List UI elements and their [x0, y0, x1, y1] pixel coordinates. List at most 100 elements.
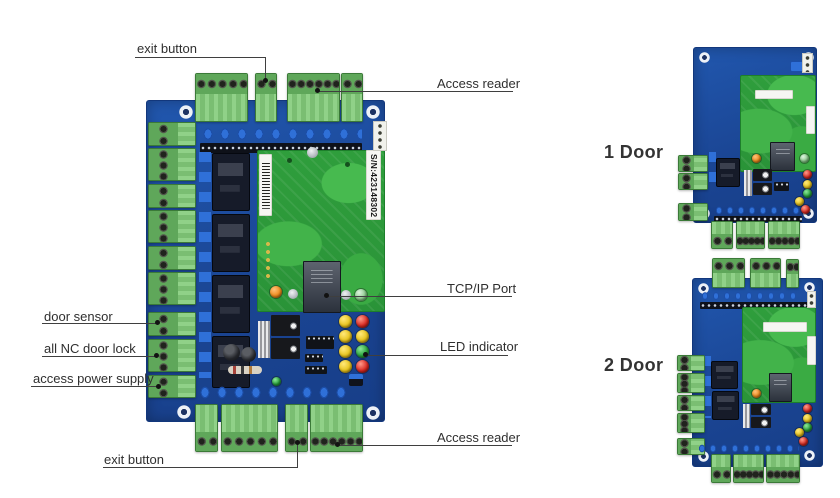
terminal-block: [711, 454, 731, 483]
screw-hole: [366, 105, 380, 119]
indicator-led-yellow: [339, 330, 352, 343]
terminal-block: [287, 73, 340, 122]
voltage-regulator: [271, 315, 300, 336]
indicator-led-red: [801, 205, 810, 214]
relay: [712, 391, 739, 420]
terminal-block: [285, 404, 308, 452]
diode-column: [199, 152, 211, 378]
leader-line: [103, 467, 298, 468]
leader-line: [42, 323, 157, 324]
screw-hole: [177, 405, 191, 419]
screw-hole: [803, 208, 814, 219]
indicator-led-red: [803, 404, 812, 413]
serial-number-sticker: S/N:423148302: [366, 150, 381, 220]
terminal-block: [148, 184, 196, 208]
voltage-regulator: [753, 183, 772, 195]
label-sticker: [763, 322, 807, 332]
callout-door-sensor: door sensor: [44, 310, 113, 324]
leader-line: [135, 57, 266, 58]
indicator-led-yellow: [803, 414, 812, 423]
jst-connector: [802, 53, 813, 73]
callout-access-reader-bottom: Access reader: [437, 431, 520, 445]
capacitor-row: [700, 291, 800, 301]
callout-access-reader-top: Access reader: [437, 77, 520, 91]
status-led-green: [272, 377, 281, 386]
callout-nc-door-lock: all NC door lock: [44, 342, 136, 356]
indicator-led-green: [803, 189, 812, 198]
callout-label: all NC door lock: [44, 341, 136, 356]
callout-label: TCP/IP Port: [447, 281, 517, 296]
ic-chip: [774, 182, 789, 191]
heatsink: [744, 170, 752, 196]
screw-hole: [699, 52, 710, 63]
terminal-block: [148, 148, 196, 181]
pcb-hole: [345, 162, 350, 167]
terminal-block: [195, 404, 218, 452]
ic-chip: [305, 354, 323, 362]
label-sticker: [806, 106, 815, 134]
leader-dot: [154, 353, 159, 358]
terminal-block: [341, 73, 363, 122]
callout-label: Access reader: [437, 430, 521, 445]
terminal-block: [195, 73, 248, 122]
leader-line: [327, 296, 512, 297]
jumper: [349, 374, 363, 386]
leader-line: [42, 356, 156, 357]
indicator-led-yellow: [339, 360, 352, 373]
jst-connector: [373, 121, 387, 151]
ethernet-transformer-module: [303, 261, 341, 313]
power-resistor: [228, 366, 262, 374]
leader-dot: [295, 440, 300, 445]
screw-hole: [698, 283, 709, 294]
screw-hole: [179, 105, 193, 119]
screw-hole: [804, 282, 815, 293]
status-led-dim: [800, 154, 809, 163]
relay: [212, 153, 250, 211]
leader-line: [338, 445, 512, 446]
terminal-block: [712, 258, 745, 288]
leader-dot: [156, 384, 161, 389]
voltage-regulator: [751, 404, 771, 415]
terminal-block: [736, 221, 765, 249]
leader-dot: [155, 320, 160, 325]
terminal-block: [678, 173, 708, 190]
label-sticker: [807, 336, 816, 365]
leader-dot: [324, 293, 329, 298]
callout-led-indicator: LED indicator: [440, 340, 518, 354]
heatsink: [743, 404, 750, 428]
indicator-led-yellow: [339, 315, 352, 328]
terminal-block: [677, 373, 705, 393]
indicator-led-red: [799, 437, 808, 446]
variant-label-1-door: 1 Door: [604, 142, 664, 162]
leader-dot: [363, 352, 368, 357]
callout-label: Access reader: [437, 76, 521, 91]
terminal-block: [677, 395, 705, 411]
capacitor-row: [197, 385, 347, 400]
pcb-hole: [287, 158, 292, 163]
power-led-orange: [752, 389, 761, 398]
callout-tcpip-port: TCP/IP Port: [447, 282, 516, 296]
pin-header: [200, 143, 362, 153]
indicator-led-green: [803, 423, 812, 432]
pcb-screw: [341, 290, 351, 300]
terminal-block: [221, 404, 278, 452]
indicator-led-yellow: [795, 197, 804, 206]
terminal-block: [677, 355, 705, 371]
electrolytic-capacitor: [241, 347, 256, 362]
callout-label: access power supply: [33, 371, 154, 386]
terminal-block: [678, 203, 708, 221]
terminal-block: [766, 454, 800, 483]
terminal-block: [255, 73, 277, 122]
terminal-block: [768, 221, 800, 249]
capacitor-row: [714, 206, 802, 215]
relay: [212, 214, 250, 272]
solder-pads: [264, 240, 272, 282]
terminal-block: [786, 259, 799, 288]
callout-label: exit button: [104, 452, 164, 467]
terminal-block: [148, 272, 196, 305]
indicator-led-yellow: [803, 180, 812, 189]
callout-exit-button-top: exit button: [137, 42, 197, 56]
leader-line: [31, 386, 158, 387]
leader-dot: [335, 442, 340, 447]
